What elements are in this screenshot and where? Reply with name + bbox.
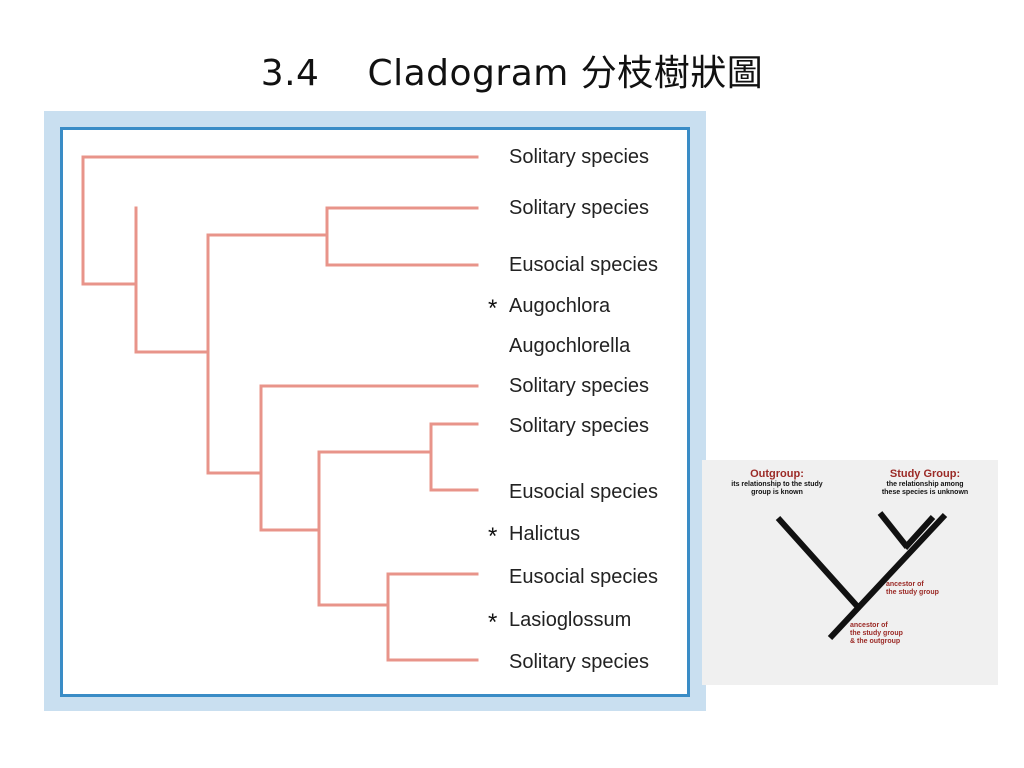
star-marker: *: [488, 523, 498, 550]
ancestor-study-group-label: ancestor of the study group: [886, 581, 939, 596]
leaf-label: Augochlorella: [509, 335, 631, 357]
leaf-label: Solitary species: [509, 197, 650, 219]
leaf-label: Eusocial species: [509, 566, 658, 588]
studygroup-description: the relationship among these species is …: [881, 481, 969, 496]
title-text: Cladogram 分枝樹狀圖: [367, 53, 764, 94]
cladogram-branches: [81, 155, 479, 662]
legend-branch-study-b: [902, 514, 936, 551]
outgroup-legend: Outgroup: its relationship to the study …: [702, 460, 998, 685]
leaf-label: Solitary species: [509, 146, 650, 168]
outgroup-description: its relationship to the study group is k…: [731, 481, 823, 496]
branch-root: [81, 155, 479, 286]
leaf-label: Lasioglossum: [509, 609, 632, 631]
legend-branch-main: [827, 512, 948, 641]
leaf-label: Eusocial species: [509, 481, 658, 503]
leaf-label: Augochlora: [509, 295, 611, 317]
legend-branch-outgroup: [775, 515, 860, 609]
studygroup-title: Study Group:: [889, 468, 961, 480]
legend-tree-diagram: [775, 511, 948, 641]
star-marker: *: [488, 295, 498, 322]
leaf-label: Solitary species: [509, 415, 650, 437]
leaf-label: Eusocial species: [509, 254, 658, 276]
ancestor-all-label: ancestor of the study group & the outgro…: [850, 622, 903, 645]
star-marker: *: [488, 609, 498, 636]
legend-branch-study-a: [877, 511, 910, 549]
cladogram-panel: Solitary species Solitary species Eusoci…: [60, 127, 690, 697]
section-number: 3.4: [260, 53, 320, 94]
leaf-label: Halictus: [509, 523, 581, 545]
cladogram-frame: Solitary species Solitary species Eusoci…: [44, 111, 706, 711]
leaf-label: Solitary species: [509, 651, 650, 673]
outgroup-title: Outgroup:: [750, 468, 804, 480]
slide-title: 3.4 Cladogram 分枝樹狀圖: [0, 44, 1024, 96]
leaf-label: Solitary species: [509, 375, 650, 397]
